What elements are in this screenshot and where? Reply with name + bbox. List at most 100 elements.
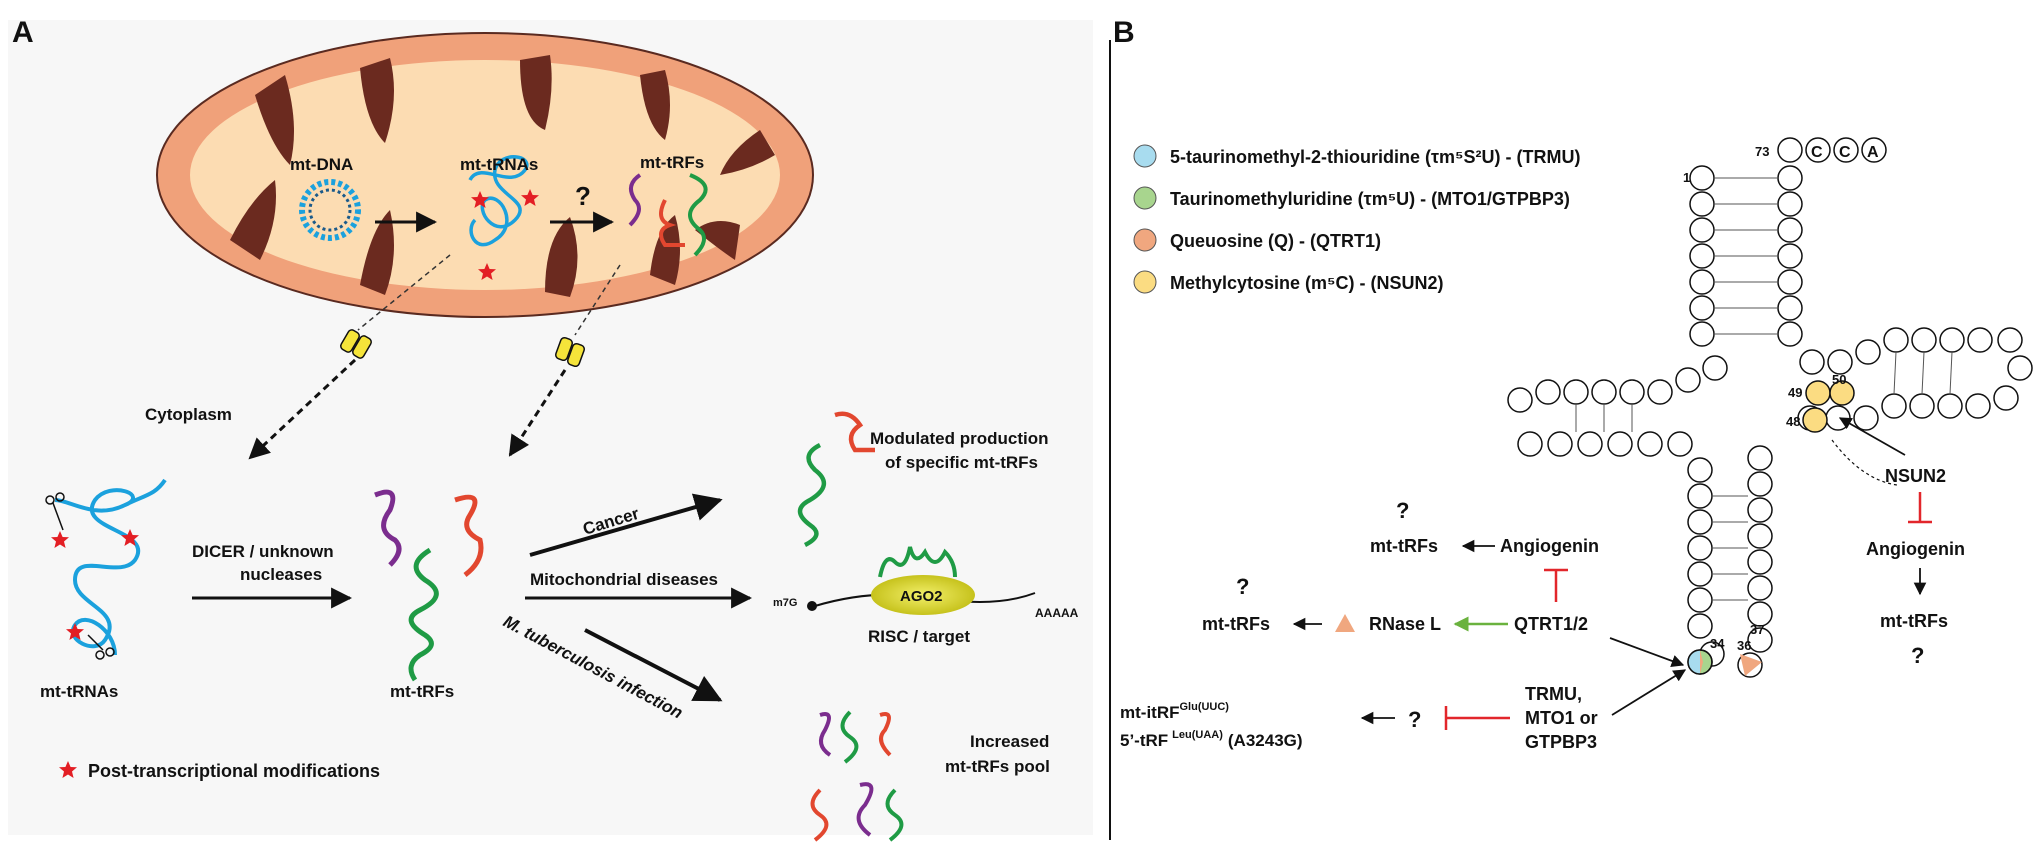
trfs-mid-label: mt-tRFs xyxy=(1202,614,1270,634)
pos-73: 73 xyxy=(1755,144,1769,159)
ago2-label: AGO2 xyxy=(900,588,943,605)
mito-trf-red xyxy=(659,199,685,247)
dicer-label-line1: DICER / unknown xyxy=(192,542,334,561)
question-mid: ? xyxy=(1236,574,1249,599)
anticodon-arm xyxy=(1687,445,1773,678)
cca-c2 xyxy=(1833,137,1859,163)
arrow-enzymes-to-34 xyxy=(1611,669,1687,716)
pos-48: 48 xyxy=(1786,414,1800,429)
ago2-protein xyxy=(871,575,975,615)
modification-legend: 5-taurinomethyl-2-thiouridine (τm⁵S²U) -… xyxy=(1133,144,1580,294)
cyto-trf-green xyxy=(408,547,439,682)
question-low: ? xyxy=(1408,707,1421,732)
cap-icon xyxy=(807,601,817,611)
cca-c2-label: C xyxy=(1839,144,1851,161)
question-right: ? xyxy=(1911,643,1924,668)
angiogenin-right-label: Angiogenin xyxy=(1866,539,1965,559)
pos-37: 37 xyxy=(1750,622,1764,637)
mitochondrion: mt-DNA mt-tRNAs ? mt-tRFs xyxy=(156,32,814,368)
itrf-label: mt-itRFGlu(UUC) xyxy=(1120,701,1229,722)
cca-a xyxy=(1861,137,1887,163)
panel-a-label: A xyxy=(12,16,34,49)
mito-trna-squiggle xyxy=(468,155,529,247)
membrane-pore-icon xyxy=(340,329,372,359)
membrane-pore-icon xyxy=(554,336,586,368)
dicer-label-line2: nucleases xyxy=(240,565,322,584)
mito-question: ? xyxy=(575,181,591,211)
queuosine-small-triangle-icon xyxy=(1335,614,1355,632)
trfs-top-label: mt-tRFs xyxy=(1370,536,1438,556)
export-arrow-trfs xyxy=(508,369,567,457)
scissors-icon xyxy=(87,634,115,660)
m7g-label: m7G xyxy=(773,597,797,609)
nucleotide-50 xyxy=(1829,380,1855,406)
mtdna-ring-icon xyxy=(299,179,361,241)
pos-50: 50 xyxy=(1832,372,1846,387)
cca-c1-label: C xyxy=(1811,144,1823,161)
legend-dot-nsun2 xyxy=(1133,270,1157,294)
polya-label: AAAAA xyxy=(1035,606,1079,620)
enzyme-line3: GTPBP3 xyxy=(1525,732,1597,752)
mtdna-label: mt-DNA xyxy=(290,155,353,174)
legend-text-qtrt1: Queuosine (Q) - (QTRT1) xyxy=(1170,231,1381,251)
pos-36: 36 xyxy=(1737,638,1751,653)
legend-text-mto1: Taurinomethyluridine (τm⁵U) - (MTO1/GTPB… xyxy=(1170,189,1570,209)
mito-diseases-label: Mitochondrial diseases xyxy=(530,570,718,589)
rnasel-label: RNase L xyxy=(1369,614,1441,634)
pos-34: 34 xyxy=(1710,636,1725,651)
cyto-trna-group xyxy=(45,478,167,660)
trna-cloverleaf xyxy=(1507,137,2033,678)
cyto-trnas-label: mt-tRNAs xyxy=(40,682,118,701)
arrow-cancer xyxy=(529,493,723,557)
legend-text-nsun2: Methylcytosine (m⁵C) - (NSUN2) xyxy=(1170,273,1443,293)
panel-b: B 5-taurinomethyl-2-thiouridine (τm⁵S²U)… xyxy=(1113,16,2033,752)
mito-trfs-label: mt-tRFs xyxy=(640,153,704,172)
arrow-nsun2-to-m5c xyxy=(1838,417,1906,456)
d-arm xyxy=(1507,355,1728,457)
panel-a: A mt-DNA xyxy=(8,16,1093,842)
legend-text-trmu: 5-taurinomethyl-2-thiouridine (τm⁵S²U) -… xyxy=(1170,147,1580,167)
modulated-trf-red xyxy=(834,411,875,453)
legend-mod-label: Post-transcriptional modifications xyxy=(88,761,380,781)
question-top: ? xyxy=(1396,498,1409,523)
cyto-trfs-label: mt-tRFs xyxy=(390,682,454,701)
enzyme-line1: TRMU, xyxy=(1525,684,1582,704)
panel-b-label: B xyxy=(1113,16,1135,49)
cyto-trf-red xyxy=(454,494,484,577)
cca-a-label: A xyxy=(1867,144,1879,161)
pos-49: 49 xyxy=(1788,385,1802,400)
cyto-trf-purple xyxy=(374,489,402,567)
nucleotide-49 xyxy=(1805,380,1831,406)
arrow-qtrt-to-q xyxy=(1609,637,1685,667)
t-arm xyxy=(1797,327,2033,431)
legend-dot-trmu xyxy=(1133,144,1157,168)
risc-trf-green xyxy=(878,546,957,578)
increased-line1: Increased xyxy=(970,732,1049,751)
trfs-right-label: mt-tRFs xyxy=(1880,611,1948,631)
queuosine-triangle-icon xyxy=(1740,654,1762,676)
scissors-icon xyxy=(45,492,65,531)
angiogenin-top-label: Angiogenin xyxy=(1500,536,1599,556)
cytoplasm-label: Cytoplasm xyxy=(145,405,232,424)
qtrt-label: QTRT1/2 xyxy=(1514,614,1588,634)
mito-cristae xyxy=(230,55,775,297)
acceptor-stem xyxy=(1689,137,1803,347)
legend-dot-qtrt1 xyxy=(1133,228,1157,252)
nsun2-label: NSUN2 xyxy=(1885,466,1946,486)
mito-trnas-label: mt-tRNAs xyxy=(460,155,538,174)
increased-line2: mt-tRFs pool xyxy=(945,757,1050,776)
risc-label: RISC / target xyxy=(868,627,970,646)
trf-pool xyxy=(810,710,904,842)
legend-dot-mto1 xyxy=(1133,186,1157,210)
pos-1: 1 xyxy=(1683,170,1690,185)
arrow-mtb xyxy=(584,628,723,702)
mito-trf-green xyxy=(688,173,708,257)
enzyme-line2: MTO1 or xyxy=(1525,708,1598,728)
mito-inner-space xyxy=(190,60,780,290)
mito-trf-purple xyxy=(628,173,642,227)
cca-c1 xyxy=(1805,137,1831,163)
modulated-line2: of specific mt-tRFs xyxy=(885,453,1038,472)
modulated-line1: Modulated production xyxy=(870,429,1048,448)
